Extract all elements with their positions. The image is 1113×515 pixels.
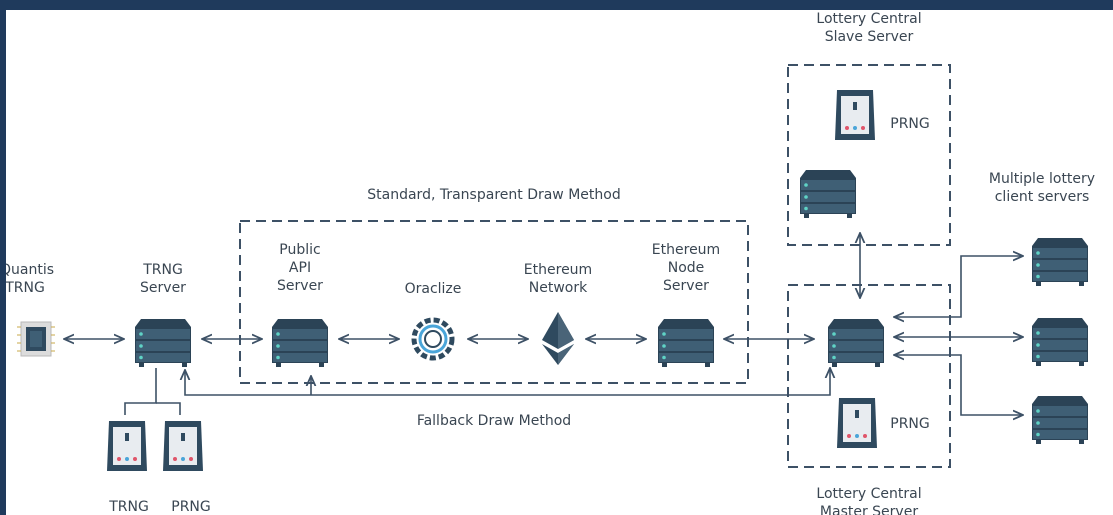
trng-device-label: TRNG: [104, 498, 154, 515]
prng-slave-label: PRNG: [882, 115, 938, 133]
prng-slave-label-text: PRNG: [890, 116, 930, 132]
trng-device-links-2: [156, 402, 181, 415]
fallback-method-label-text: Fallback Draw Method: [416, 413, 572, 429]
trng-server-icon: [135, 319, 191, 367]
slave-server-label: Lottery Central Slave Server: [799, 10, 939, 46]
trng-server-label-line2: Server: [140, 280, 186, 296]
multiple-clients-label: Multiple lottery client servers: [971, 170, 1113, 206]
slave-server-label-line1: Lottery Central: [816, 11, 922, 27]
public-api-label-line2: API: [288, 260, 312, 276]
trng-server-label-line1: TRNG: [143, 262, 183, 278]
arrow-master-client-1: [894, 256, 1023, 317]
prng-slave-device-icon: [835, 90, 875, 140]
trng-device-label-text: TRNG: [109, 499, 149, 515]
prng-device-icon: [163, 421, 203, 471]
ethereum-logo-icon: [542, 312, 574, 365]
master-server-label: Lottery Central Master Server: [799, 485, 939, 515]
prng-master-device-icon: [837, 398, 877, 448]
public-api-label-line1: Public: [279, 242, 321, 258]
master-server-label-line2: Master Server: [819, 504, 919, 515]
fallback-route: [185, 368, 830, 396]
oraclize-label-text: Oraclize: [404, 281, 462, 297]
quantis-label: Quantis TRNG: [6, 261, 55, 297]
chip-icon: [17, 321, 55, 357]
quantis-label-line1: Quantis: [6, 262, 55, 278]
ethereum-node-label-line3: Server: [663, 278, 709, 294]
prng-device-label: PRNG: [166, 498, 216, 515]
oraclize-label: Oraclize: [393, 280, 473, 298]
multiple-clients-label-line2: client servers: [994, 189, 1090, 205]
trng-device-icon: [107, 421, 147, 471]
standard-method-label: Standard, Transparent Draw Method: [344, 186, 644, 204]
standard-method-label-text: Standard, Transparent Draw Method: [367, 187, 621, 203]
ethereum-network-label: Ethereum Network: [508, 261, 608, 297]
client-server-1-icon: [1032, 238, 1088, 286]
oraclize-logo-icon: [411, 317, 455, 361]
public-api-label: Public API Server: [260, 241, 340, 295]
ethereum-node-server-icon: [658, 319, 714, 367]
diagram-canvas: Quantis TRNG TRNG Server Public API Serv…: [6, 10, 1113, 515]
client-server-3-icon: [1032, 396, 1088, 444]
master-server-icon: [828, 319, 884, 367]
quantis-label-line2: TRNG: [6, 280, 45, 296]
trng-server-label: TRNG Server: [123, 261, 203, 297]
ethereum-node-label-line1: Ethereum: [651, 242, 721, 258]
public-api-label-line3: Server: [277, 278, 323, 294]
prng-master-label-text: PRNG: [890, 416, 930, 432]
ethereum-network-label-line1: Ethereum: [523, 262, 593, 278]
public-api-server-icon: [272, 319, 328, 367]
multiple-clients-label-line1: Multiple lottery: [988, 171, 1096, 187]
prng-master-label: PRNG: [882, 415, 938, 433]
master-server-label-line1: Lottery Central: [816, 486, 922, 502]
slave-server-icon: [800, 170, 856, 218]
client-server-2-icon: [1032, 318, 1088, 366]
slave-server-label-line2: Slave Server: [824, 29, 914, 45]
prng-device-label-text: PRNG: [171, 499, 211, 515]
ethereum-node-label: Ethereum Node Server: [636, 241, 736, 295]
diagram-svg: [17, 64, 1088, 471]
trng-device-links: [124, 368, 157, 415]
fallback-method-label: Fallback Draw Method: [394, 412, 594, 430]
ethereum-node-label-line2: Node: [667, 260, 705, 276]
slave-server-box: [787, 64, 951, 246]
ethereum-network-label-line2: Network: [528, 280, 588, 296]
arrow-master-client-3: [894, 355, 1023, 415]
